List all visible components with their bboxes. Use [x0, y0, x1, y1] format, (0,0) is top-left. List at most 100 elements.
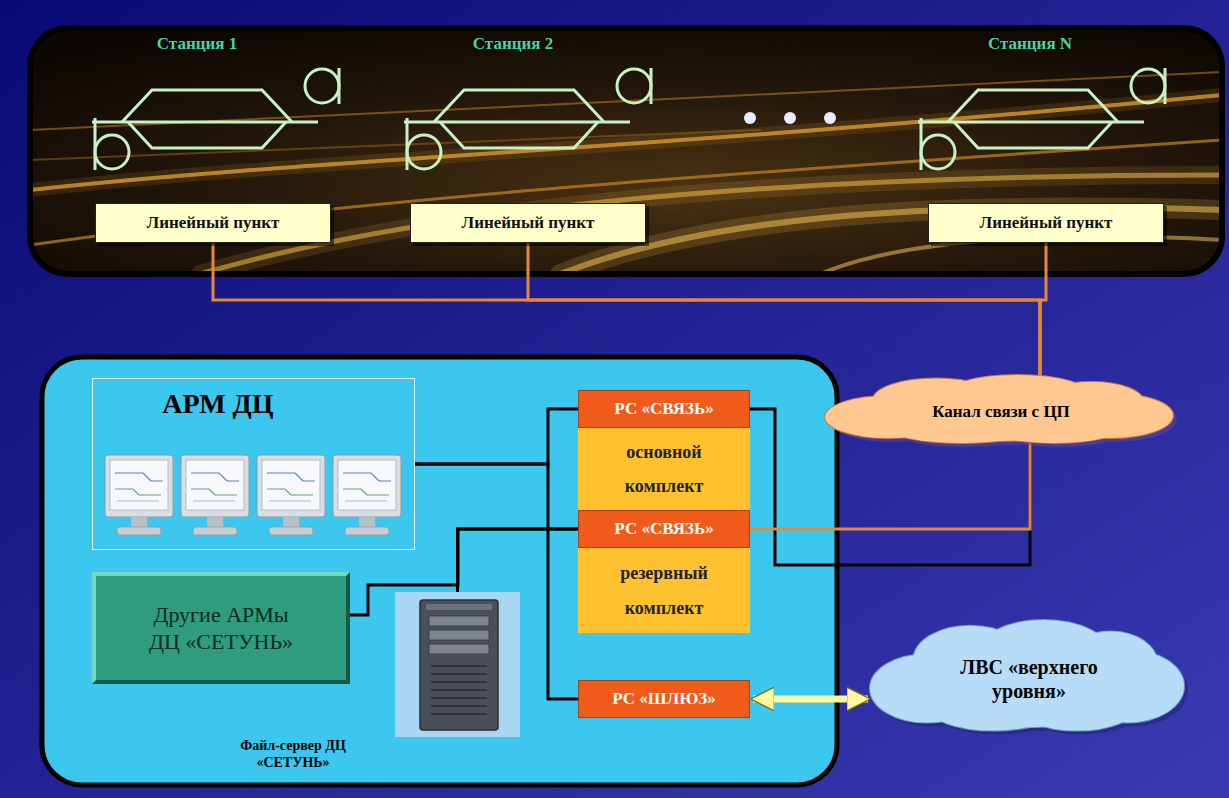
ellipsis-dots [824, 112, 836, 124]
cloud-fill [870, 620, 1184, 731]
station-symbol [617, 69, 651, 103]
server-tower [420, 600, 498, 730]
cloud-shape [858, 618, 1200, 740]
line-point-box: Линейный пункт [410, 203, 646, 243]
station-symbol [920, 118, 923, 170]
rs-role: основной комплект [602, 435, 727, 503]
server-tower [431, 681, 487, 683]
monitor-icon [269, 501, 311, 502]
track-photo [30, 28, 1222, 274]
server-tower [420, 600, 498, 730]
monitor-icon [110, 460, 168, 510]
monitor-icon [117, 501, 159, 502]
monitor-icon [186, 460, 244, 510]
connector [415, 409, 578, 464]
track-photo [30, 28, 1222, 274]
rs-header: РС «ШЛЮЗ» [578, 680, 750, 718]
rs-header: РС «СВЯЗЬ» [578, 510, 750, 548]
workstation-box: АРМ ДЦ [92, 378, 415, 550]
control-center-panel [42, 357, 837, 785]
ellipsis-dots [744, 112, 756, 124]
monitor-icon [181, 455, 249, 535]
connector [753, 696, 868, 703]
track-photo [200, 175, 1222, 274]
cloud-outline [825, 375, 1173, 443]
monitor-icon [131, 517, 147, 527]
station-symbol [128, 122, 286, 148]
cloud-label: Канал связи с ЦП [932, 402, 1070, 422]
file-server: Файл-сервер ДЦ «СЕТУНЬ» [395, 592, 520, 737]
server-tower [429, 644, 489, 654]
cloud-outline [870, 620, 1184, 731]
station-symbol [650, 68, 653, 104]
monitor-icon [283, 517, 299, 527]
connector [750, 443, 1030, 529]
ellipsis-dots [744, 112, 836, 124]
monitor-icon [257, 455, 325, 535]
track-photo [200, 175, 1222, 274]
monitor-icon [262, 460, 320, 510]
monitor-icon [343, 489, 389, 495]
station-symbol [407, 135, 441, 169]
line-point-label: Линейный пункт [462, 213, 595, 233]
monitor-icon [191, 489, 237, 495]
station-symbol [1164, 68, 1167, 104]
station-symbol [921, 135, 955, 169]
server-backdrop [395, 592, 520, 737]
station-label: Станция N [988, 34, 1072, 54]
station-label: Станция 1 [157, 34, 237, 54]
server-tower [431, 689, 487, 691]
server-tower [426, 604, 492, 610]
line-point-label: Линейный пункт [980, 213, 1113, 233]
station-symbol [948, 90, 1118, 122]
cloud-label: ЛВС «верхнего уровня» [929, 655, 1129, 703]
cloud-fill [825, 375, 1173, 443]
workstation-heading: АРМ ДЦ [93, 379, 343, 420]
monitor-icon [267, 489, 313, 495]
server-tower [429, 616, 489, 626]
track-photo [30, 140, 1222, 245]
monitor-icon [338, 460, 396, 510]
rs-title: РС «СВЯЗЬ» [614, 519, 713, 539]
server-picture [395, 592, 520, 737]
monitor-icon [117, 527, 161, 535]
monitor-icon [207, 517, 223, 527]
monitor-icon [333, 455, 401, 535]
station-symbol [404, 68, 651, 170]
comm-server-box: РС «СВЯЗЬ»резервный комплект [578, 510, 750, 633]
gateway-box: РС «ШЛЮЗ» [578, 680, 750, 718]
station-symbol [406, 118, 409, 170]
station-label: Станция 2 [473, 34, 553, 54]
rs-title: РС «ШЛЮЗ» [612, 689, 716, 709]
top-panel-border [30, 28, 1222, 274]
monitor-icon [269, 527, 313, 535]
station-symbol [305, 69, 339, 103]
monitor-group [105, 455, 401, 535]
station-symbol [1131, 69, 1165, 103]
server-tower [431, 665, 487, 667]
monitor-icon [257, 455, 325, 517]
line-point-label: Линейный пункт [147, 213, 280, 233]
server-tower [431, 673, 487, 675]
monitor-icon [193, 501, 235, 502]
monitor-icon [181, 455, 249, 517]
monitor-icon [345, 501, 387, 502]
lan-cloud: ЛВС «верхнего уровня» [858, 618, 1200, 740]
server-label: Файл-сервер ДЦ «СЕТУНЬ» [233, 738, 353, 772]
monitor-icon [267, 473, 315, 481]
monitor-icon [193, 527, 237, 535]
monitor-icon [359, 517, 375, 527]
monitor-icon [105, 455, 173, 517]
server-tower [431, 713, 487, 715]
server-tower [431, 697, 487, 699]
ellipsis-dots [784, 112, 796, 124]
station-symbol [94, 118, 97, 170]
station-symbol [918, 68, 1165, 170]
channel-cloud: Канал связи с ЦП [812, 373, 1190, 451]
monitor-icon [333, 455, 401, 517]
comm-server-box: РС «СВЯЗЬ»основной комплект [578, 390, 750, 510]
monitor-icon [115, 473, 163, 481]
monitor-picture [103, 449, 406, 541]
station-symbol [440, 122, 598, 148]
